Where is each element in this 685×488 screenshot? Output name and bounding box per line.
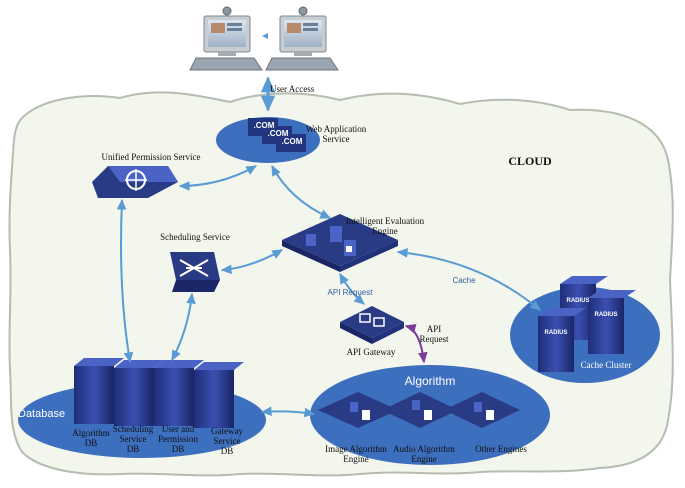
cache-cluster-label: Cache Cluster (580, 360, 632, 370)
db-algorithm-server (74, 358, 124, 424)
db-gateway-label: Gateway Service DB (211, 426, 243, 456)
api-request-label-2: API Request (419, 324, 449, 344)
engine-audio-label: Audio Algorithm Engine (393, 444, 455, 464)
unified-permission-device[interactable] (92, 166, 178, 198)
db-scheduling-server (114, 360, 164, 426)
user-computer-left[interactable] (189, 6, 263, 71)
user-computer-right[interactable] (265, 6, 339, 71)
arrow-web-to-engine (271, 164, 332, 219)
web-app-label: Web Application Service (305, 124, 367, 144)
intelligent-engine-label: Intelligent Evaluation Engine (345, 216, 425, 236)
radius-label-1: RADIUS (566, 298, 590, 304)
algorithm-platforms (318, 392, 520, 428)
arrow-scheduling-to-db (171, 292, 196, 362)
db-user-server (154, 360, 204, 426)
dotcom-label-1: .COM (253, 121, 275, 130)
radius-label-3: RADIUS (544, 330, 568, 336)
arrow-db-to-algorithm (260, 406, 316, 418)
database-label: Database (18, 408, 66, 420)
cloud-label: CLOUD (508, 154, 552, 168)
dotcom-label-3: .COM (281, 137, 303, 146)
db-scheduling-label: Scheduling Service DB (112, 424, 154, 454)
engine-image-label: Image Algorithm Engine (325, 444, 387, 464)
algorithm-label: Algorithm (404, 374, 456, 388)
arrow-gateway-to-algorithm (404, 324, 428, 364)
arrow-engine-to-cache (396, 248, 541, 311)
arrow-engine-to-gateway (339, 272, 365, 305)
db-algorithm-label: Algorithm DB (72, 428, 110, 448)
cache-label: Cache (452, 276, 476, 285)
unified-permission-label: Unified Permission Service (101, 152, 201, 162)
arrow-permission-to-db (116, 198, 134, 364)
dotcom-label-2: .COM (267, 129, 289, 138)
scheduling-label: Scheduling Service (160, 232, 230, 242)
user-access-label: User Access (270, 84, 315, 94)
arrow-engine-to-scheduling (220, 249, 284, 275)
radius-label-2: RADIUS (594, 312, 618, 318)
arrow-web-to-permission (178, 165, 258, 191)
computer-arrow (262, 33, 268, 39)
radius-servers (538, 276, 636, 372)
api-gateway-label: API Gateway (346, 347, 396, 357)
db-gateway-server (194, 362, 244, 428)
scheduling-device[interactable] (170, 252, 220, 292)
intelligent-engine-platform[interactable] (282, 214, 398, 272)
db-user-label: User and Permission DB (157, 424, 198, 454)
web-server-icons (248, 118, 306, 152)
api-request-label-1: API Request (327, 288, 373, 297)
api-gateway-device[interactable] (340, 306, 404, 344)
engine-other-label: Other Engines (475, 444, 527, 454)
